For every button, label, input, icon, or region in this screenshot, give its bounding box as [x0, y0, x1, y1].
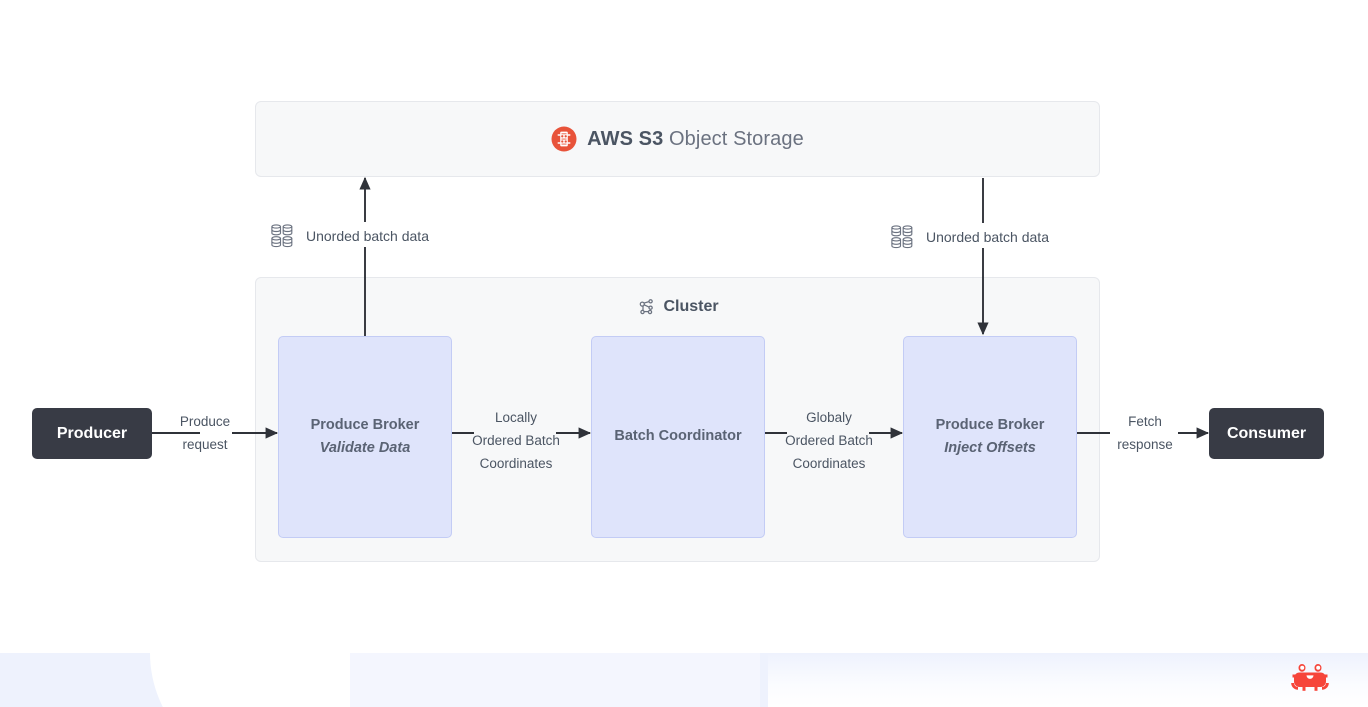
label-fetch-response: Fetch response	[1117, 414, 1173, 452]
label-text: Unorded batch data	[926, 228, 1049, 245]
label-locally-ordered-batch-coordinates: Locally Ordered Batch Coordinates	[472, 410, 560, 471]
node-produce-broker-inject[interactable]: Produce Broker Inject Offsets	[903, 336, 1077, 538]
band-gradient	[768, 653, 1368, 707]
node-title: Produce Broker	[310, 416, 420, 433]
node-batch-coordinator[interactable]: Batch Coordinator	[591, 336, 765, 538]
aws-s3-container: AWS S3 Object Storage	[255, 101, 1100, 177]
node-subtitle: Validate Data	[319, 440, 411, 456]
producer-label: Producer	[56, 424, 128, 442]
band-arc-shape	[150, 653, 350, 707]
label-unordered-batch-data-left: Unorded batch data	[270, 222, 429, 249]
band-panel	[340, 653, 760, 707]
node-title: Produce Broker	[935, 416, 1045, 433]
label-unordered-batch-data-right: Unorded batch data	[890, 223, 1049, 250]
aws-s3-brand: AWS S3	[587, 127, 664, 150]
cluster-heading: Cluster	[256, 298, 1101, 316]
crab-logo-icon	[1291, 657, 1329, 695]
database-grid-icon	[890, 223, 917, 250]
aws-s3-heading: AWS S3 Object Storage	[551, 126, 804, 152]
label-globaly-ordered-batch-coordinates: Globaly Ordered Batch Coordinates	[785, 410, 873, 471]
aws-s3-label: AWS S3 Object Storage	[587, 128, 804, 151]
consumer-box[interactable]: Consumer	[1209, 408, 1324, 459]
label-produce-request: Produce request	[179, 414, 231, 452]
node-title: Batch Coordinator	[614, 428, 742, 445]
node-produce-broker-validate[interactable]: Produce Broker Validate Data	[278, 336, 452, 538]
aws-s3-icon	[551, 126, 577, 152]
node-subtitle: Inject Offsets	[944, 440, 1036, 456]
database-grid-icon	[270, 222, 297, 249]
cluster-label: Cluster	[663, 298, 719, 315]
label-text: Unorded batch data	[306, 227, 429, 244]
aws-s3-subtitle: Object Storage	[663, 127, 804, 150]
bottom-decorative-band	[0, 653, 1368, 707]
consumer-label: Consumer	[1226, 424, 1307, 442]
share-nodes-icon	[638, 298, 655, 316]
producer-box[interactable]: Producer	[32, 408, 152, 459]
